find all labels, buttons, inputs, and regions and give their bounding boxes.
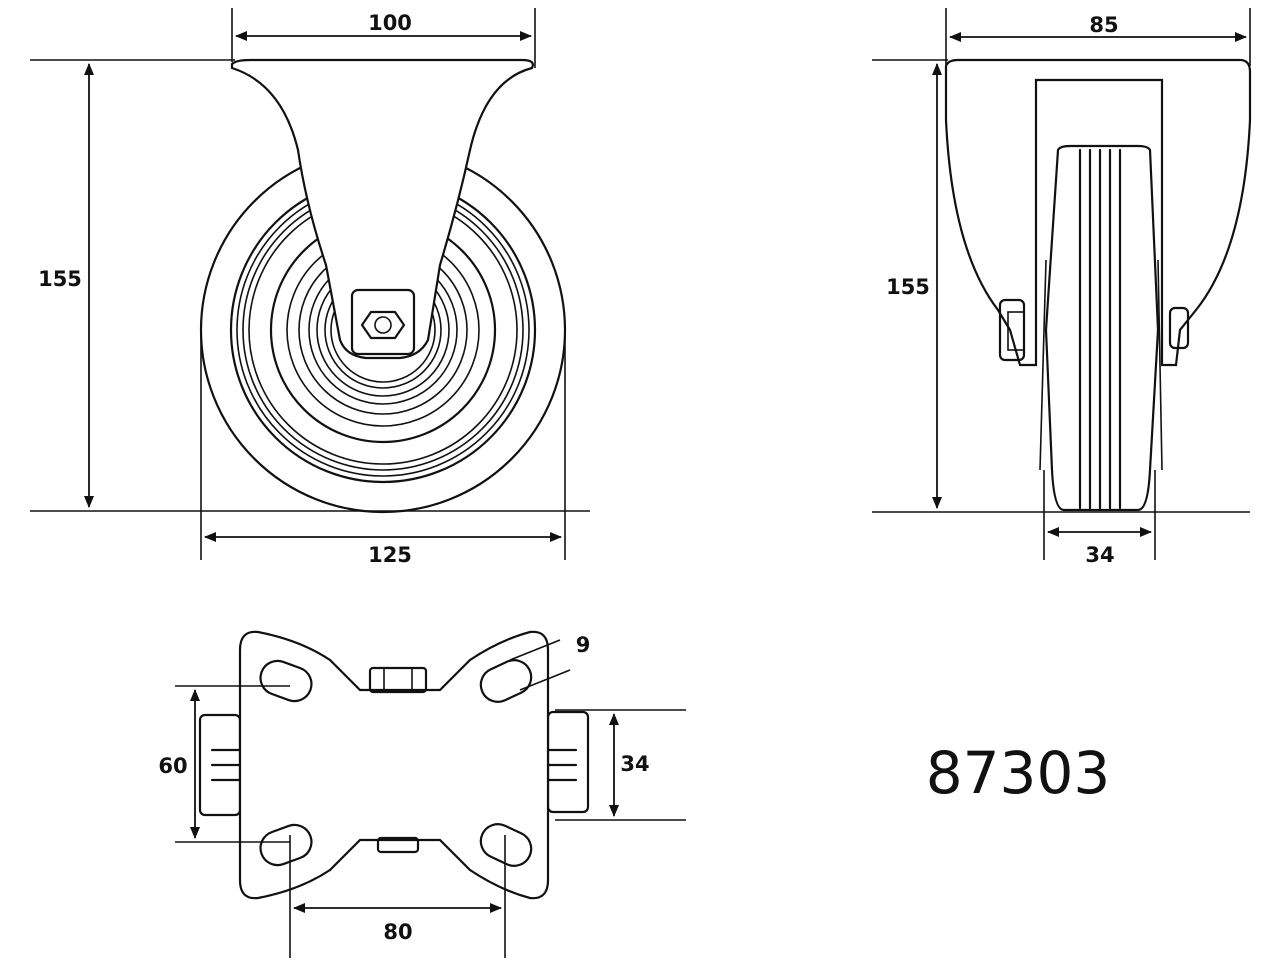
axle-hub-plate <box>350 288 416 356</box>
mounting-plate <box>238 630 550 900</box>
mounting-slot-bottom-right <box>479 823 533 867</box>
front-fork-bracket <box>230 58 534 360</box>
plate-hole-spacing-horizontal-label: 80 <box>383 920 412 944</box>
axle-hex-nut-icon <box>360 310 406 340</box>
plate-top-axle-nut <box>368 666 428 694</box>
plate-right-spacing-label: 34 <box>620 752 649 776</box>
front-top-width-label: 100 <box>368 11 412 35</box>
mounting-slot-top-right <box>479 659 533 703</box>
front-wheel-diameter-label: 125 <box>368 543 412 567</box>
mounting-slot-bottom-left <box>259 823 313 867</box>
side-top-width-label: 85 <box>1089 13 1118 37</box>
front-view: 100 155 125 <box>30 8 590 567</box>
mounting-slot-top-left <box>259 659 313 703</box>
side-height-label: 155 <box>886 275 930 299</box>
front-height-label: 155 <box>38 267 82 291</box>
side-fork-bracket <box>944 58 1252 367</box>
plate-view: 9 60 34 80 <box>158 630 686 958</box>
model-number: 87303 <box>926 739 1111 807</box>
slot-width-label: 9 <box>576 633 591 657</box>
side-view: 85 155 34 <box>872 8 1252 567</box>
plate-right-wheel-stub <box>546 710 590 814</box>
side-wheel-profile <box>1044 144 1160 512</box>
plate-bottom-axle-nut <box>376 836 420 854</box>
plate-hole-spacing-vertical-label: 60 <box>158 754 187 778</box>
side-wheel-width-label: 34 <box>1085 543 1114 567</box>
side-right-axle-nut <box>1168 306 1190 350</box>
